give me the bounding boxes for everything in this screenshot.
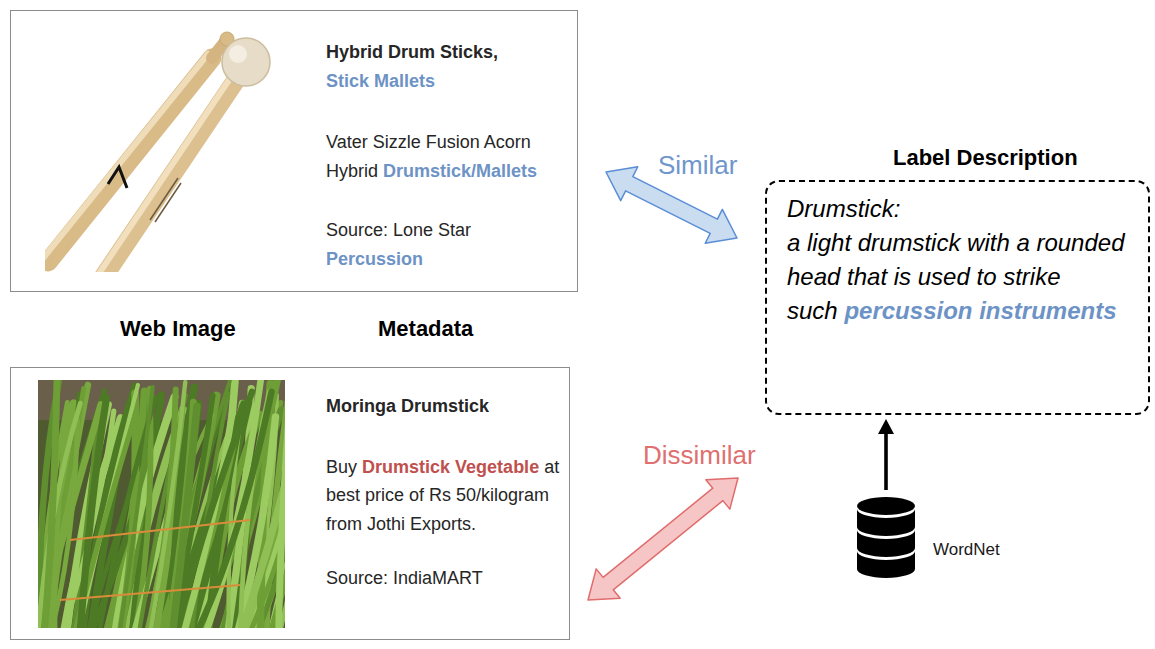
- node-text: Buy: [326, 457, 357, 477]
- text-paragraph: Label Description: [893, 145, 1150, 171]
- node-text: Stick Mallets: [326, 67, 570, 96]
- bundle-tie: [70, 520, 250, 540]
- moringa-pod: [80, 398, 107, 628]
- node-text: percussion instruments: [844, 297, 1116, 324]
- moringa-pod: [44, 382, 57, 628]
- drumstick-highlight: [96, 77, 231, 272]
- node-text: Drumstick:: [787, 192, 1132, 226]
- text-paragraph: BuyDrumstick Vegetableat best price of R…: [326, 453, 562, 539]
- caption-label-block: Metadata: [378, 315, 473, 343]
- text-paragraph: Source: IndiaMART: [326, 564, 562, 593]
- node-text: Label Description: [893, 145, 1150, 171]
- metadata-card: Hybrid Drum Sticks,Stick MalletsVater Si…: [10, 10, 578, 292]
- moringa-pod: [193, 392, 271, 628]
- database-node: WordNet: [855, 495, 1006, 583]
- drumstick-photo: [45, 22, 290, 272]
- double-arrow: [588, 478, 738, 600]
- stick-print: [150, 178, 178, 220]
- mallet-highlight: [229, 45, 247, 63]
- node-text: Source: Lone Star: [326, 220, 471, 240]
- section-label: Metadata: [378, 316, 473, 341]
- photo-ground: [45, 22, 290, 272]
- moringa-pod: [172, 406, 197, 628]
- text-paragraph: a light drumstick with a rounded head th…: [787, 226, 1132, 328]
- logo-mark: [108, 167, 127, 188]
- heading-block: Label Description: [765, 145, 1150, 171]
- arrow: [878, 419, 894, 490]
- label-description-box: Label DescriptionDrumstick:a light drums…: [765, 145, 1150, 415]
- node-text: Hybrid Drum Sticks,: [326, 38, 570, 67]
- mallet-ball: [222, 38, 270, 86]
- stick-print: [155, 183, 181, 222]
- moringa-pods: [38, 380, 285, 628]
- metadata-card: Moringa DrumstickBuyDrumstick Vegetablea…: [10, 367, 570, 640]
- dashed-box: Drumstick:a light drumstick with a round…: [765, 180, 1150, 415]
- node-text: Source: IndiaMART: [326, 564, 562, 593]
- database-cap: [857, 497, 915, 515]
- node-text: Moringa Drumstick: [326, 392, 562, 421]
- section-label: Web Image: [120, 316, 236, 341]
- bundle-tie: [60, 585, 240, 600]
- metadata-text-block: Moringa DrumstickBuyDrumstick Vegetablea…: [326, 392, 562, 593]
- database-icon: [855, 495, 917, 581]
- moringa-photo: [38, 380, 285, 628]
- caption-label-block: Web Image: [120, 315, 236, 343]
- text-paragraph: Vater Sizzle Fusion Acorn HybridDrumstic…: [326, 128, 570, 186]
- node-text: WordNet: [933, 540, 1000, 560]
- text-paragraph: Moringa Drumstick: [326, 392, 562, 421]
- node-text: Drumstick Vegetable: [362, 457, 539, 477]
- node-text: Drumstick/Mallets: [383, 157, 537, 186]
- database-disk: [857, 509, 915, 536]
- database-disk: [857, 551, 915, 578]
- edge-label-block: Dissimilar: [640, 440, 759, 470]
- edge-label: Dissimilar: [643, 440, 756, 470]
- moringa-pod: [279, 383, 285, 628]
- text-paragraph: Hybrid Drum Sticks,Stick Mallets: [326, 38, 570, 96]
- edge-label-block: Similar: [655, 150, 740, 180]
- text-paragraph: WordNet: [933, 540, 1000, 560]
- database-disk: [857, 530, 915, 557]
- node-text: Percussion: [326, 245, 570, 274]
- edge-label: Similar: [658, 150, 737, 180]
- metadata-text-block: Hybrid Drum Sticks,Stick MalletsVater Si…: [326, 38, 570, 274]
- text-paragraph: Drumstick:: [787, 192, 1132, 226]
- text-paragraph: Source: Lone StarPercussion: [326, 216, 570, 274]
- database-label-block: WordNet: [933, 540, 1000, 560]
